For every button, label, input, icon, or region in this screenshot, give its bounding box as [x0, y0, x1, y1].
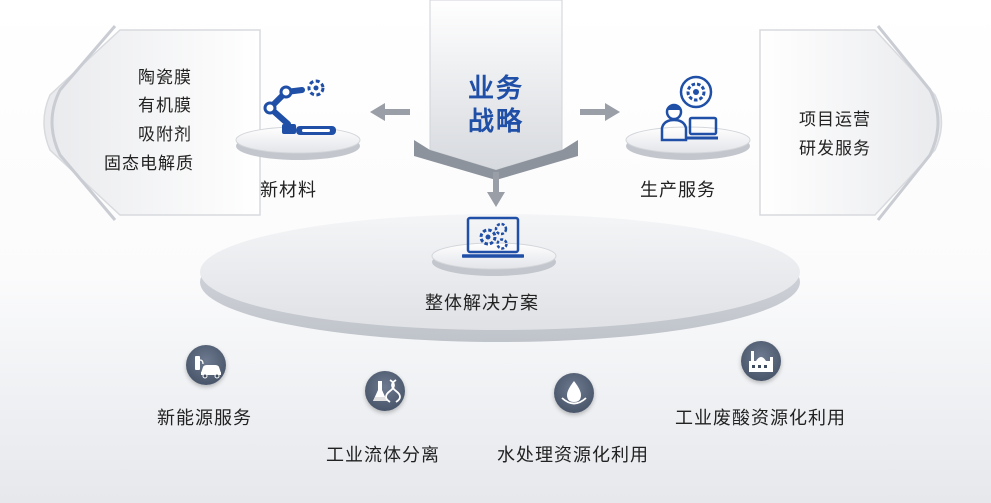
left-list-item: 有机膜	[138, 96, 192, 116]
right-hex-edge	[876, 25, 940, 221]
left-hex-panel	[43, 29, 261, 216]
right-node-label: 生产服务	[640, 180, 716, 201]
robot-arm-icon	[263, 79, 336, 135]
strategy-title-line2: 战略	[467, 107, 524, 137]
application-label: 新能源服务	[157, 408, 252, 429]
water-drop-icon	[554, 373, 594, 413]
right-hex-panel	[759, 29, 943, 216]
left-list-item: 陶瓷膜	[138, 68, 192, 88]
left-list-item: 固态电解质	[104, 154, 194, 174]
arrow-down	[487, 172, 505, 207]
left-list-item: 吸附剂	[138, 125, 192, 145]
right-list-item: 项目运营	[799, 110, 871, 130]
strategy-title-line1: 业务	[467, 74, 524, 104]
strategy-title: 业务 战略	[456, 73, 536, 139]
application-label: 水处理资源化利用	[497, 445, 649, 466]
right-list-item: 研发服务	[799, 139, 871, 159]
arrow-right	[580, 103, 620, 121]
right-platform	[625, 126, 751, 154]
left-node-label: 新材料	[260, 180, 317, 201]
application-label: 工业流体分离	[326, 445, 440, 466]
engineer-gear-icon	[660, 75, 718, 142]
bottom-node-label: 整体解决方案	[425, 293, 539, 314]
left-hex-edge	[50, 25, 117, 221]
laptop-gears-icon	[462, 216, 524, 258]
factory-icon	[741, 341, 781, 381]
lab-flask-dna-icon	[365, 371, 405, 411]
ev-charging-icon	[186, 345, 226, 385]
arrow-left	[370, 103, 410, 121]
application-label: 工业废酸资源化利用	[675, 408, 846, 429]
